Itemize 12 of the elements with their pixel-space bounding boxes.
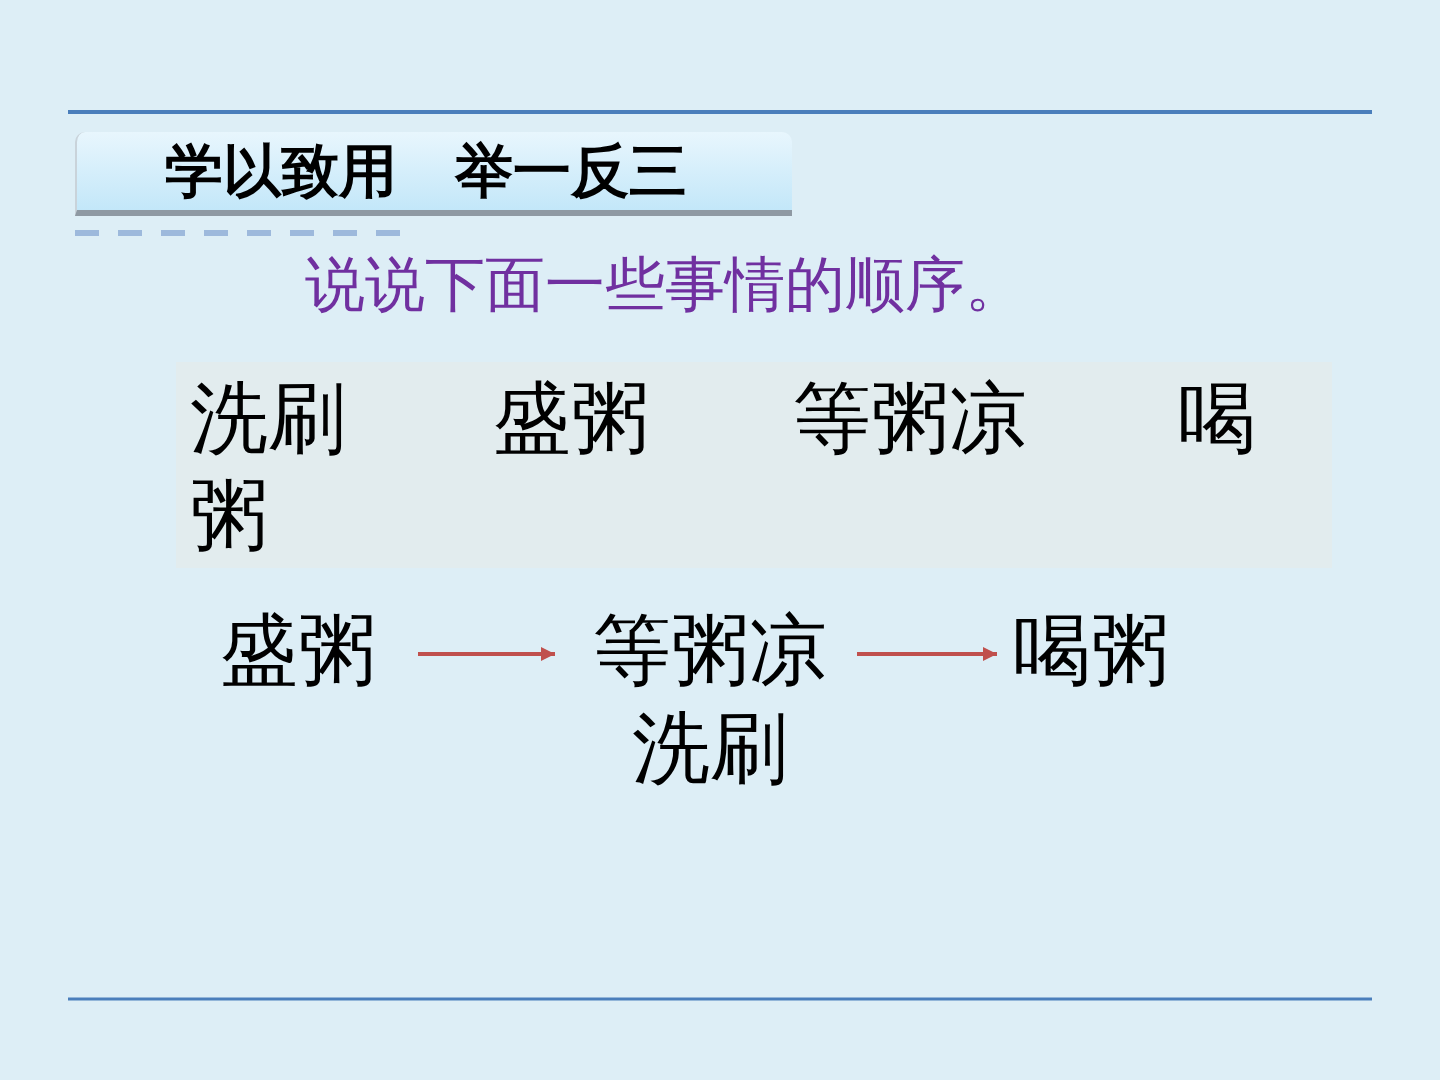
arrow bbox=[418, 647, 555, 661]
title-text: 学以致用 举一反三 bbox=[165, 138, 687, 204]
step-text: 盛粥 bbox=[220, 604, 376, 697]
instruction-text: 说说下面一些事情的顺序。 bbox=[305, 248, 1025, 320]
option-text: 喝 bbox=[1178, 372, 1256, 465]
step-text: 喝粥 bbox=[1013, 604, 1169, 697]
arrow bbox=[857, 647, 997, 661]
option-text: 洗刷粥 bbox=[190, 372, 347, 562]
option-text: 盛粥 bbox=[493, 372, 649, 465]
option-text: 等粥凉 bbox=[793, 372, 1027, 465]
step-text: 洗刷 bbox=[632, 702, 788, 795]
step-text: 等粥凉 bbox=[593, 604, 827, 697]
